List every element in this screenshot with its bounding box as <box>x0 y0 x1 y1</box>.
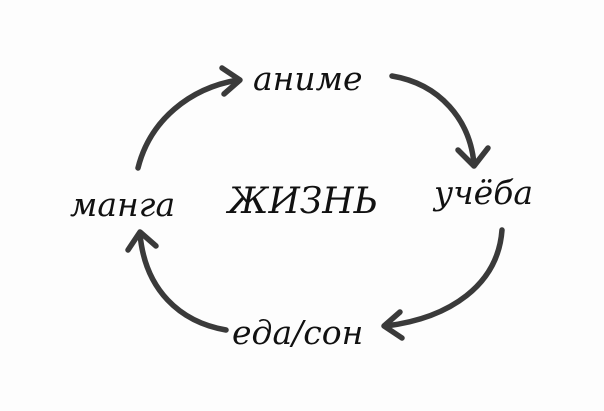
arrow-anime-to-study <box>389 73 477 167</box>
arrowhead-study <box>455 145 491 169</box>
node-food-sleep: еда/сон <box>232 313 364 352</box>
node-manga: манга <box>70 185 176 224</box>
node-anime: аниме <box>253 59 363 98</box>
arrowhead-anime <box>219 65 243 97</box>
arrowhead-food <box>381 309 405 341</box>
arrow-manga-to-anime <box>135 77 241 171</box>
arrow-study-to-food <box>383 227 505 329</box>
arrow-food-to-manga <box>137 231 229 333</box>
arrowhead-manga <box>125 229 159 253</box>
center-label-life: ЖИЗНЬ <box>228 181 378 222</box>
node-study: учёба <box>434 173 534 212</box>
